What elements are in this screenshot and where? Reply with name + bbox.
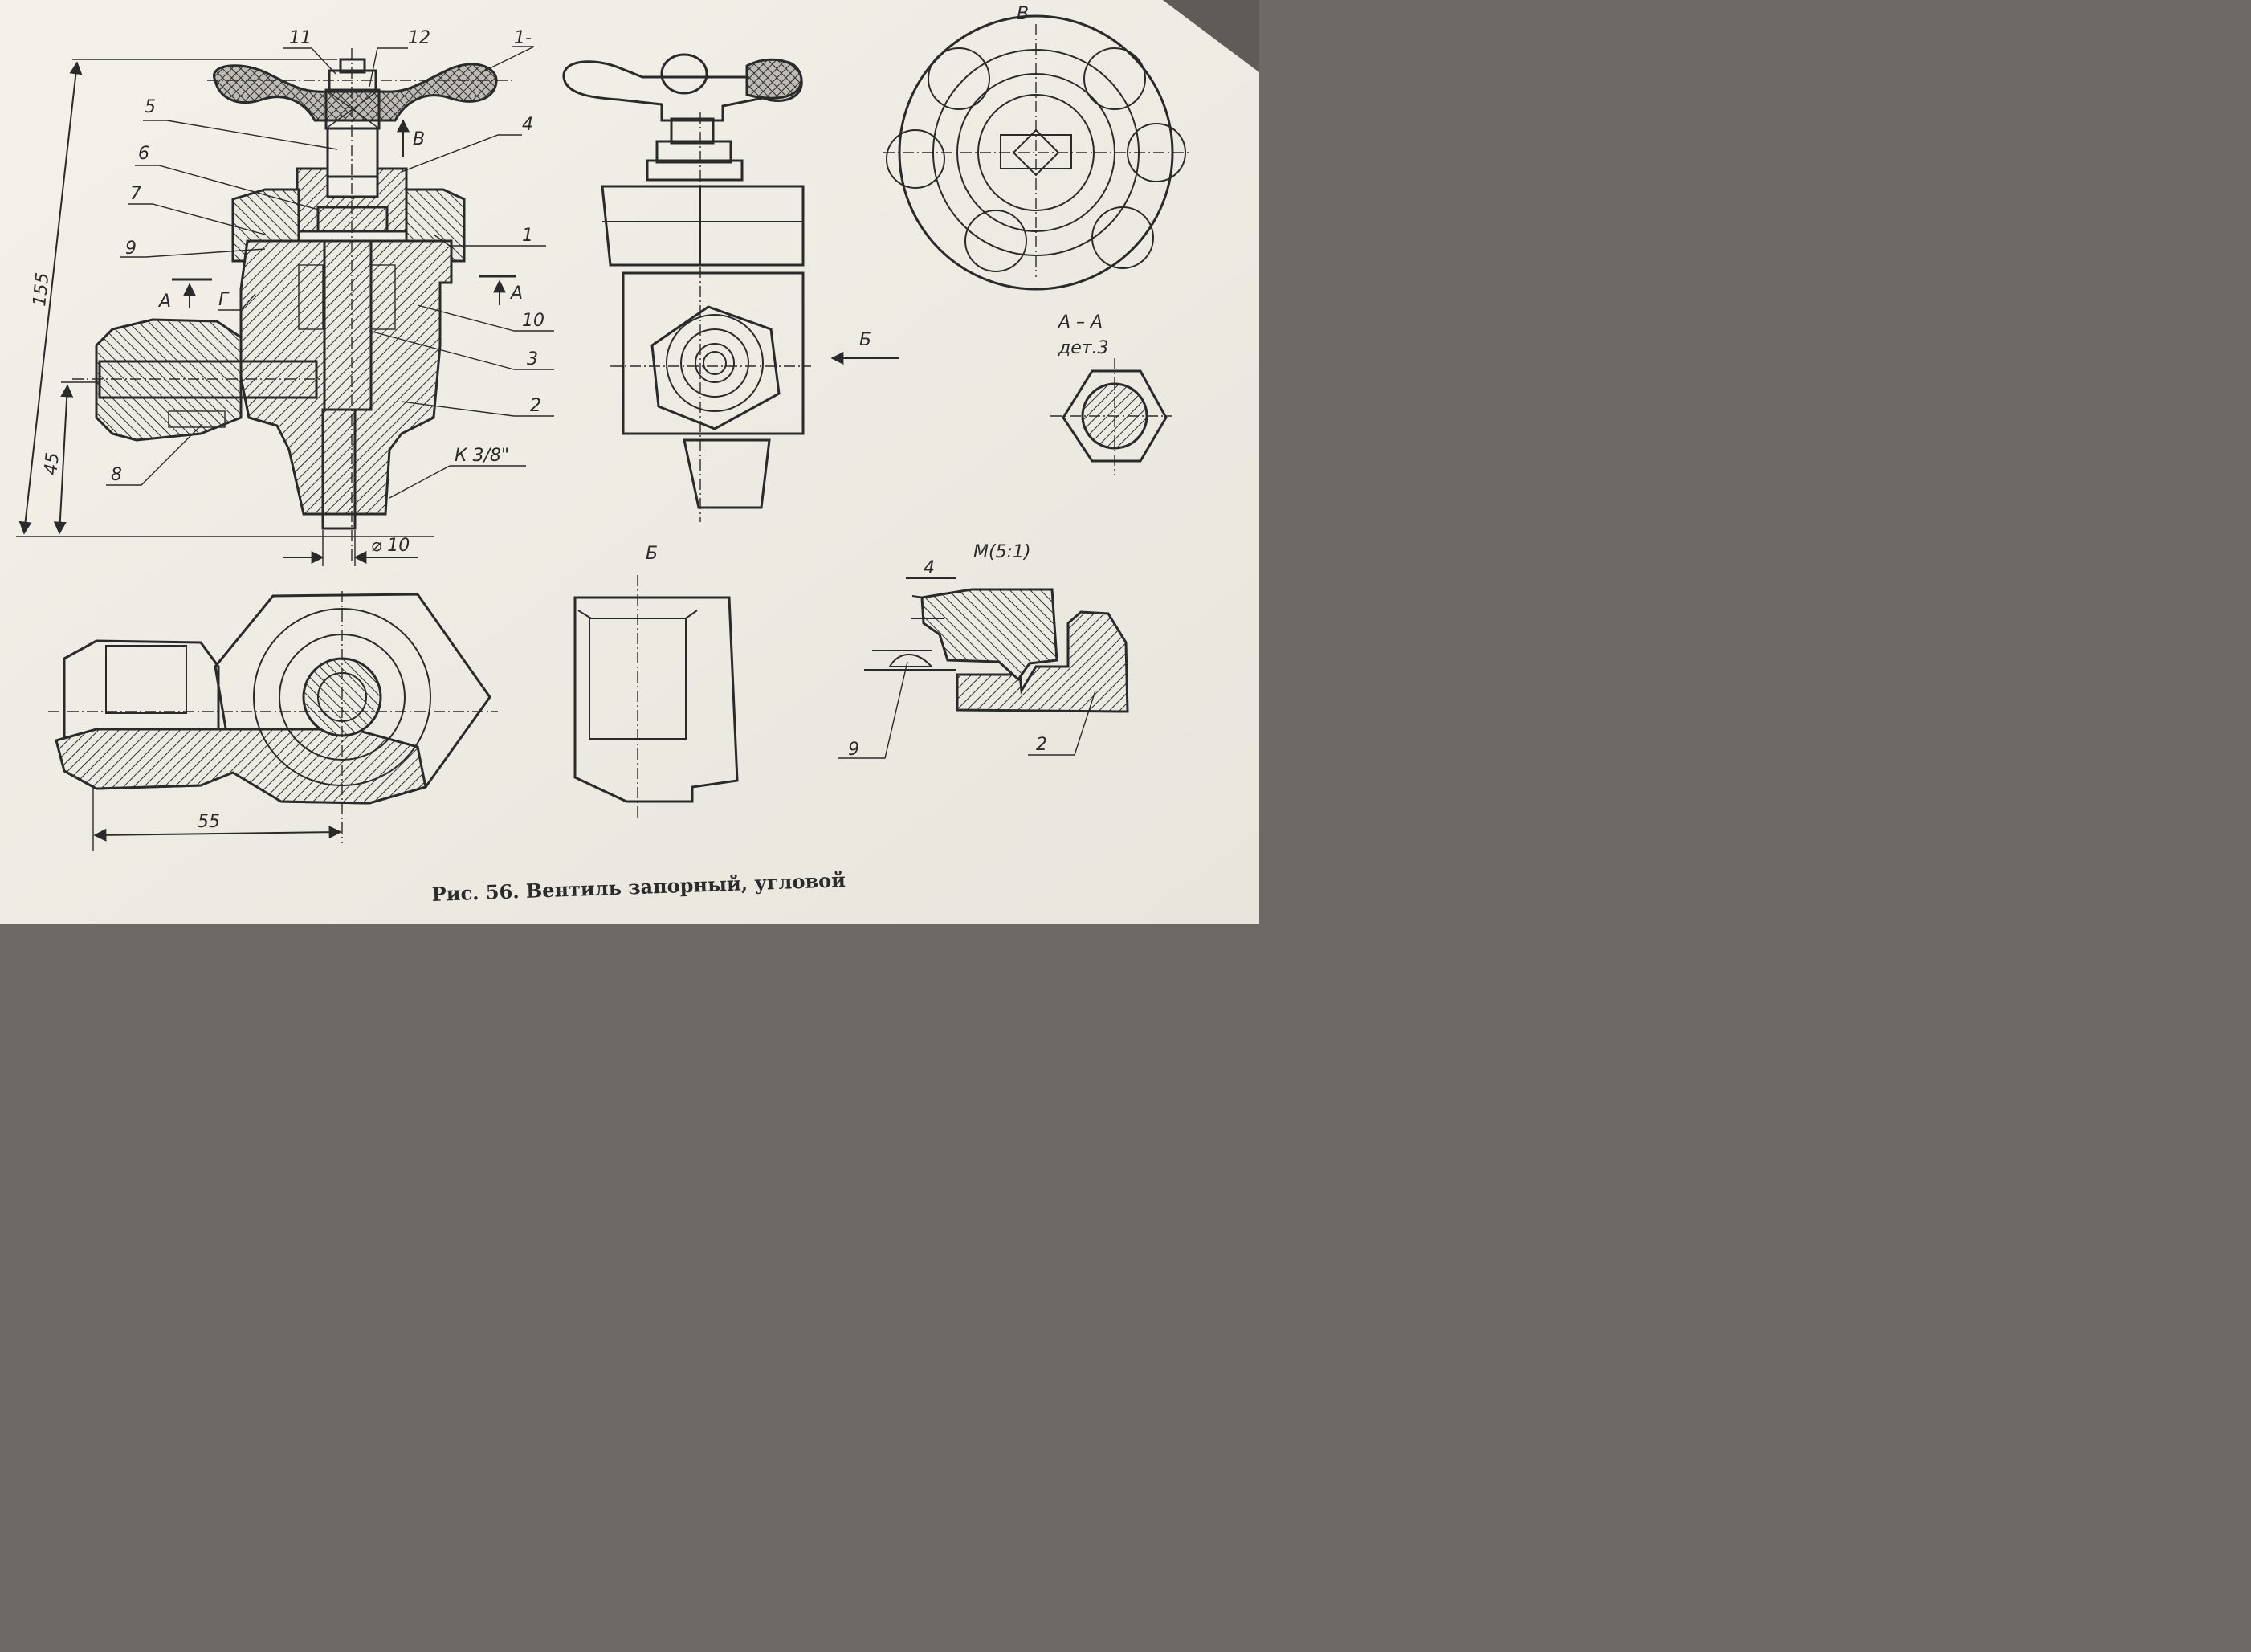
view-v-title: В [1017,4,1029,24]
view-b-title: Б [646,544,658,564]
front-handwheel-knurl [745,58,803,100]
front-view: Б [562,53,899,522]
label-part-3: 3 [527,349,538,369]
detail-m-title: М(5:1) [973,542,1031,562]
dim-55: 55 [198,812,220,832]
seal-8 [168,410,226,428]
plan-view: 55 [48,591,498,851]
detail-label-4: 4 [924,558,935,578]
marker-a-left: А [157,292,171,312]
front-body [622,271,805,435]
detail-m: М(5:1) 4 9 2 [838,542,1129,760]
nut-11 [328,69,377,93]
label-part-2: 2 [530,396,541,416]
label-part-1-top: 1- [514,28,532,48]
right-edge-shadow [1163,0,1259,72]
drawing-sheet: 155 45 ⌀ 10 К 3/8" 11 12 1- 5 4 [0,0,1259,924]
label-part-8: 8 [111,465,122,485]
label-part-4: 4 [522,115,533,135]
dim-45: 45 [41,451,63,475]
detail-label-9: 9 [848,740,859,760]
front-gland-base [646,159,744,182]
detail-part-2 [956,610,1129,713]
stem-upper [326,127,379,178]
packing-10-left [298,264,324,330]
gland-nut-4 [296,167,440,233]
dim-155: 155 [30,271,53,307]
front-gland [655,140,732,164]
detail-label-2: 2 [1036,735,1047,755]
marker-v-arrow: В [413,129,425,149]
screw-head [339,58,366,74]
section-aa-subtitle: дет.3 [1058,338,1109,358]
label-part-1: 1 [522,226,533,246]
label-part-12: 12 [408,28,430,48]
section-aa-title: А – А [1057,312,1103,332]
detail-gasket-9 [888,654,934,667]
outlet-union [95,318,243,442]
label-part-10: 10 [522,311,544,331]
leader-lines [106,46,554,486]
label-part-7: 7 [130,184,141,204]
view-b: Б [573,544,739,819]
marker-b-arrow: Б [859,330,871,350]
front-hex [650,305,781,430]
label-part-6: 6 [138,144,149,164]
stem-collar [316,206,389,233]
label-part-9: 9 [125,239,137,259]
dim-diameter-10: ⌀ 10 [371,536,410,556]
main-section-view: 155 45 ⌀ 10 К 3/8" 11 12 1- 5 4 [16,28,554,566]
packing-10-right [370,264,396,330]
view-v: В [883,4,1189,291]
section-aa: А – А дет.3 [1050,312,1172,475]
stem-bore [321,408,357,530]
front-stem [670,117,715,145]
detail-part-4 [920,588,1058,682]
front-bottom-nipple [683,438,771,509]
dim-thread: К 3/8" [455,446,509,466]
label-part-5: 5 [145,97,156,117]
marker-g: Г [218,290,230,310]
front-union-nut [601,185,805,267]
marker-a-right: А [509,283,523,304]
label-part-11: 11 [289,28,312,48]
